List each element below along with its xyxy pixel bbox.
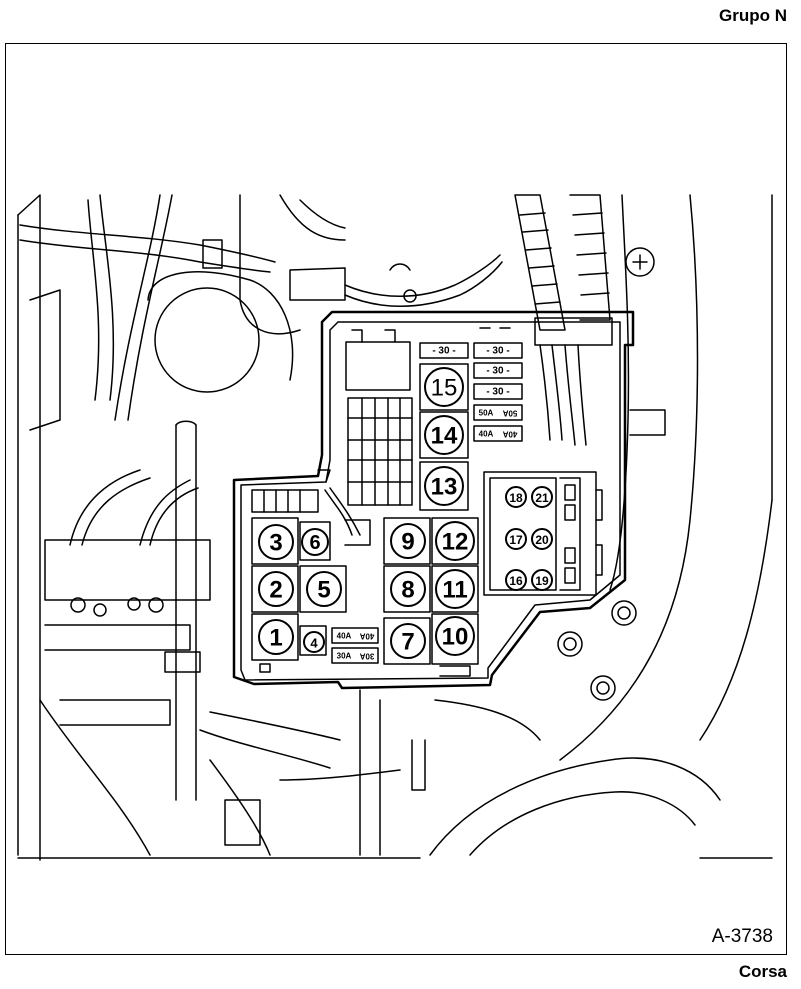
fuse-9-number: 9 [401, 529, 414, 556]
fuse-15-circle [424, 367, 464, 407]
mini-fuse-grid [347, 397, 413, 506]
fuse-7-circle [390, 623, 426, 659]
rating-label-30-d: - 30 - [486, 387, 509, 398]
fuse-2-circle [258, 571, 294, 607]
fuse-3-circle [258, 524, 294, 560]
rating-label-30-b: - 30 - [486, 346, 509, 357]
fuse-7-number: 7 [401, 629, 414, 656]
fuse-8-circle [390, 571, 426, 607]
figure-id: A-3738 [711, 926, 773, 947]
fuse-20-circle [531, 528, 553, 550]
fuse-2-number: 2 [269, 577, 282, 604]
fuse-4-circle [303, 631, 325, 653]
fuse-14-number: 14 [431, 423, 458, 450]
rating-label-50a: 50A [479, 409, 494, 418]
fuse-21-circle [531, 486, 553, 508]
fuse-4-number: 4 [310, 636, 318, 651]
fuse-17-number: 17 [509, 533, 523, 547]
fuse-8-number: 8 [401, 577, 414, 604]
rating-label-50a-inverted: 50A [502, 409, 517, 418]
rating-label-30-c: - 30 - [486, 366, 509, 377]
figure-frame [5, 43, 787, 955]
fuse-1-number: 1 [269, 625, 282, 652]
fuse-10-number: 10 [442, 624, 469, 651]
rating-label-40a-right-inverted: 40A [502, 430, 517, 439]
rating-label-30a-left-inverted: 30A [359, 652, 374, 661]
fuse-12-circle [435, 521, 475, 561]
fuse-19-circle [531, 569, 553, 591]
rating-label-40a-left: 40A [337, 632, 352, 641]
fuse-3-number: 3 [269, 530, 282, 557]
fuse-box [232, 310, 635, 690]
fuse-20-number: 20 [535, 533, 549, 547]
rating-label-30-a: - 30 - [432, 346, 455, 357]
fuse-9-circle [390, 523, 426, 559]
fuse-16-circle [505, 569, 527, 591]
fuse-6-number: 6 [309, 532, 320, 554]
fuse-14-circle [424, 415, 464, 455]
fuse-13-circle [424, 466, 464, 506]
rating-label-30a-left: 30A [337, 652, 352, 661]
fuse-18-circle [505, 486, 527, 508]
fuse-17-circle [505, 528, 527, 550]
engine-bay-background [17, 194, 773, 861]
fuse-13-number: 13 [431, 474, 458, 501]
fuse-16-number: 16 [509, 574, 523, 588]
fuse-6-circle [301, 528, 329, 556]
fuse-1-circle [258, 619, 294, 655]
fuse-5-circle [306, 571, 342, 607]
fuse-15-number: 15 [431, 375, 458, 402]
fuse-numbers [258, 367, 553, 659]
model-label: Corsa [738, 962, 787, 981]
fuse-11-number: 11 [442, 577, 467, 604]
fuse-21-number: 21 [535, 491, 549, 505]
fuse-12-number: 12 [442, 529, 469, 556]
fuse-5-number: 5 [317, 577, 330, 604]
fuse-cells [251, 363, 479, 665]
fuse-19-number: 19 [535, 574, 549, 588]
fuse-18-number: 18 [509, 491, 523, 505]
fuse-10-circle [435, 616, 475, 656]
rating-label-40a-left-inverted: 40A [359, 632, 374, 641]
fuse-11-circle [435, 569, 475, 609]
rating-label-40a-right: 40A [479, 430, 494, 439]
group-label: Grupo N [719, 6, 787, 25]
